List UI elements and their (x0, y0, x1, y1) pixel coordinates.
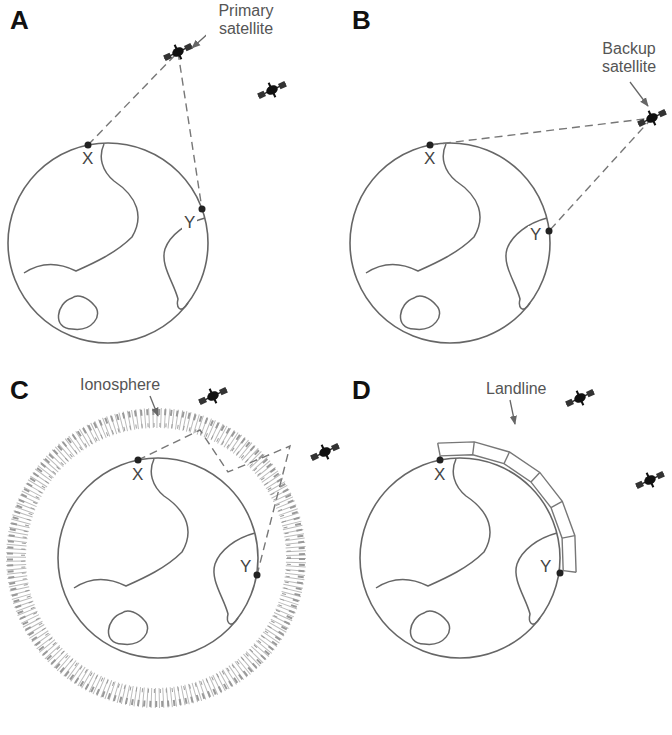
point-label: Y (238, 558, 253, 577)
panel-letter: D (350, 376, 373, 405)
landline-tie (562, 536, 575, 538)
point-label: X (80, 150, 95, 169)
landline-tie (438, 443, 440, 456)
landline-tie (563, 571, 576, 573)
point-label: X (432, 466, 447, 485)
landline-rail (438, 442, 576, 572)
point-label: Y (182, 214, 197, 233)
callout-label: Primary satellite (206, 2, 286, 37)
callout-label: Ionosphere (78, 376, 162, 394)
callout-label: Backup satellite (590, 40, 668, 75)
point-label: Y (528, 226, 543, 245)
panel-letter: A (8, 6, 31, 35)
landline-tie (551, 501, 562, 507)
callout-label: Landline (484, 380, 549, 398)
panel-letter: C (8, 376, 31, 405)
landline-tie (531, 472, 540, 482)
point-label: Y (538, 558, 553, 577)
landline-rail (440, 455, 563, 571)
point-label: X (130, 466, 145, 485)
landline-tie (504, 452, 509, 464)
panel-letter: B (350, 6, 373, 35)
landline-tie (473, 442, 475, 455)
point-label: X (422, 150, 437, 169)
